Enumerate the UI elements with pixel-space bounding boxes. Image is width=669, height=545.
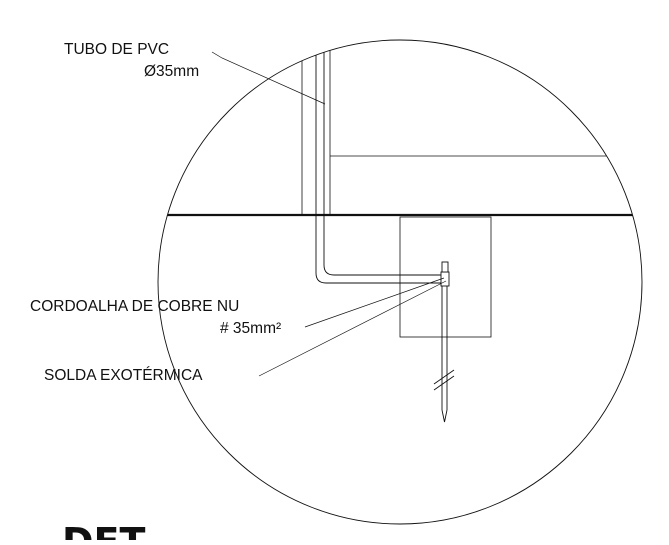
pvc-leader xyxy=(211,51,326,105)
detail-circle xyxy=(157,39,643,525)
pvc-label-line2: Ø35mm xyxy=(144,63,199,80)
inspection-box xyxy=(399,216,492,338)
pvc-pipe-outer xyxy=(315,40,400,284)
pvc-label-line1: TUBO DE PVC xyxy=(64,41,169,58)
solda-label: SOLDA EXOTÉRMICA xyxy=(44,367,203,384)
leader-lines xyxy=(211,51,447,377)
break-mark-2 xyxy=(433,375,455,391)
cord-label-line1: CORDOALHA DE COBRE NU xyxy=(30,298,239,315)
cord-leader xyxy=(304,277,445,328)
cord-label-line2: # 35mm² xyxy=(220,320,281,337)
detail-contents xyxy=(158,40,642,338)
ground-rod xyxy=(433,286,455,423)
weld-connector xyxy=(440,261,450,287)
break-mark-1 xyxy=(433,369,455,385)
solda-leader xyxy=(258,280,447,377)
pvc-pipe-inner xyxy=(323,40,400,276)
detail-title: DET xyxy=(62,520,146,540)
